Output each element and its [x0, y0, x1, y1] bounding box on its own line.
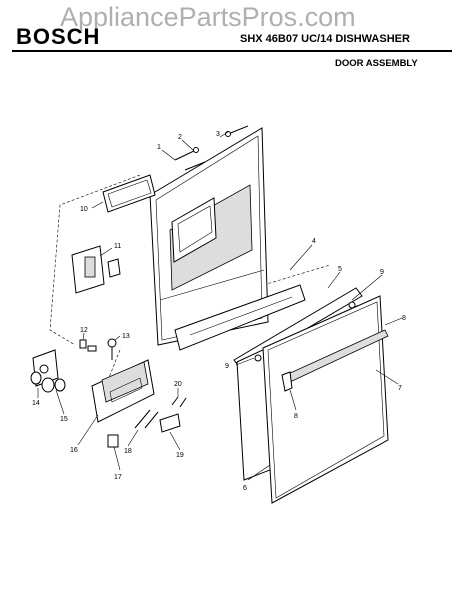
callout-15: 15	[60, 416, 68, 423]
callout-5: 5	[338, 266, 342, 273]
callout-4: 4	[312, 238, 316, 245]
bracket-11	[71, 245, 121, 294]
dispenser-lid	[102, 174, 156, 213]
callout-16: 16	[70, 447, 78, 454]
callout-7: 7	[398, 385, 402, 392]
callout-9-left: 9	[225, 363, 229, 370]
guide-line-left	[49, 174, 141, 346]
callout-3: 3	[216, 131, 220, 138]
brand-logo: BOSCH	[16, 24, 101, 49]
model-title: SHX 46B07 UC/14 DISHWASHER	[240, 33, 410, 45]
callout-20: 20	[174, 381, 182, 388]
screw-9-right	[348, 301, 356, 309]
section-title: DOOR ASSEMBLY	[335, 58, 418, 69]
callout-1: 1	[157, 144, 161, 151]
callout-19: 19	[176, 452, 184, 459]
part-19	[159, 413, 181, 433]
outer-door-panel	[262, 295, 389, 504]
guide-line-module	[99, 349, 121, 401]
inner-door-panel	[149, 127, 306, 351]
part-18	[134, 409, 159, 429]
part-17	[107, 434, 119, 448]
watermark: AppliancePartsPros.com	[60, 2, 356, 32]
callout-8-left: 8	[294, 413, 298, 420]
callout-10: 10	[80, 206, 88, 213]
part-20	[171, 396, 187, 408]
callout-9-right: 9	[380, 269, 384, 276]
callout-11: 11	[114, 243, 121, 250]
screws-top	[174, 125, 249, 171]
control-module	[91, 359, 155, 423]
screw-9-left	[254, 354, 262, 362]
callout-17: 17	[114, 474, 122, 481]
callout-18: 18	[124, 448, 132, 455]
callout-2: 2	[178, 134, 182, 141]
callout-12: 12	[80, 327, 88, 334]
leader-lines	[37, 131, 403, 481]
callout-6: 6	[243, 485, 247, 492]
callout-13: 13	[122, 333, 130, 340]
header-rule	[12, 50, 452, 52]
control-knob-assembly	[30, 349, 66, 393]
clips-12-13	[79, 338, 117, 360]
callout-14: 14	[32, 400, 40, 407]
callout-8-right: 8	[402, 315, 406, 322]
